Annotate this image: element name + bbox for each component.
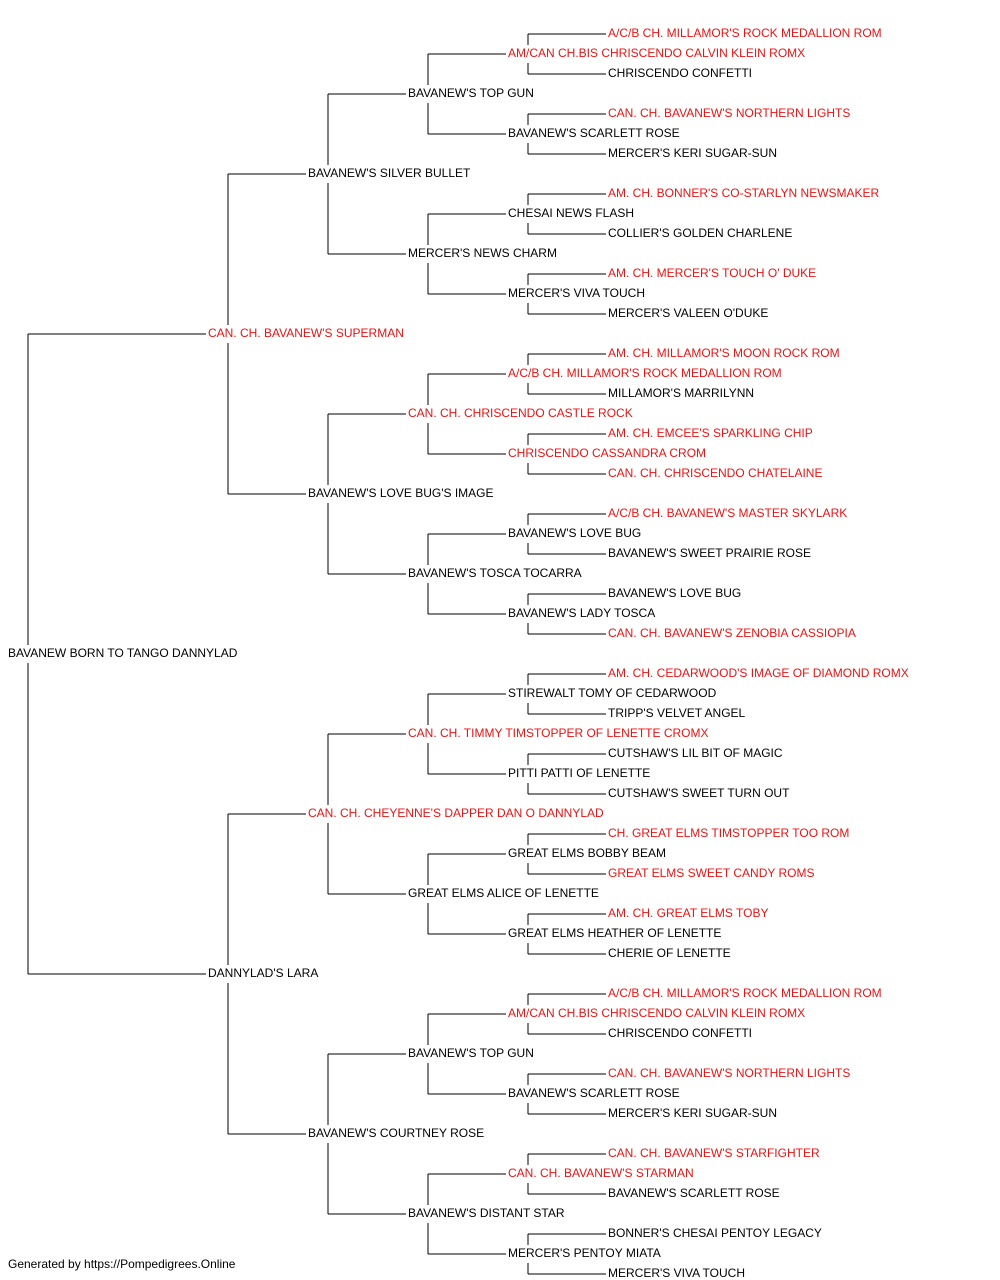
dog-name-root-sire-dam-dam-dam-sire: BAVANEW'S LOVE BUG	[608, 586, 741, 600]
dog-name-root-sire-dam-sire-dam: CHRISCENDO CASSANDRA CROM	[508, 446, 706, 460]
dog-name-root-sire: CAN. CH. BAVANEW'S SUPERMAN	[208, 326, 404, 340]
dog-name-root-dam-dam-sire-sire-dam: CHRISCENDO CONFETTI	[608, 1026, 752, 1040]
dog-name-root-sire-dam-sire-dam-dam: CAN. CH. CHRISCENDO CHATELAINE	[608, 466, 822, 480]
dog-name-root-dam-sire-sire-sire: STIREWALT TOMY OF CEDARWOOD	[508, 686, 717, 700]
dog-name-root-sire-sire-sire-dam: BAVANEW'S SCARLETT ROSE	[508, 126, 680, 140]
dog-name-root-dam-sire-sire-sire-dam: TRIPP'S VELVET ANGEL	[608, 706, 746, 720]
dog-name-root-sire-sire-sire-dam-dam: MERCER'S KERI SUGAR-SUN	[608, 146, 777, 160]
dog-name-root-sire-sire-sire-sire-sire: A/C/B CH. MILLAMOR'S ROCK MEDALLION ROM	[608, 26, 882, 40]
dog-name-root-dam-dam-sire-dam-sire: CAN. CH. BAVANEW'S NORTHERN LIGHTS	[608, 1066, 850, 1080]
dog-name-root-sire-dam-sire-sire-sire: AM. CH. MILLAMOR'S MOON ROCK ROM	[608, 346, 840, 360]
dog-name-root-dam-dam-dam-sire: CAN. CH. BAVANEW'S STARMAN	[508, 1166, 694, 1180]
dog-name-root-dam-dam-sire: BAVANEW'S TOP GUN	[408, 1046, 534, 1060]
dog-name-root-sire-sire-dam-dam-dam: MERCER'S VALEEN O'DUKE	[608, 306, 768, 320]
dog-name-root-dam-sire-dam-sire: GREAT ELMS BOBBY BEAM	[508, 846, 666, 860]
dog-name-root-sire-dam-dam-sire-dam: BAVANEW'S SWEET PRAIRIE ROSE	[608, 546, 811, 560]
dog-name-root-dam-sire-sire-dam-dam: CUTSHAW'S SWEET TURN OUT	[608, 786, 790, 800]
dog-name-root-dam: DANNYLAD'S LARA	[208, 966, 318, 980]
dog-name-root-sire-dam-dam: BAVANEW'S TOSCA TOCARRA	[408, 566, 582, 580]
dog-name-root-dam-dam-dam: BAVANEW'S DISTANT STAR	[408, 1206, 565, 1220]
dog-name-root-dam-sire-sire-sire-sire: AM. CH. CEDARWOOD'S IMAGE OF DIAMOND ROM…	[608, 666, 909, 680]
dog-name-root-dam-sire-dam-dam-sire: AM. CH. GREAT ELMS TOBY	[608, 906, 768, 920]
dog-name-root-dam-dam-dam-dam: MERCER'S PENTOY MIATA	[508, 1246, 661, 1260]
dog-name-root-dam-sire: CAN. CH. CHEYENNE'S DAPPER DAN O DANNYLA…	[308, 806, 604, 820]
dog-name-root-sire-sire-dam-sire-dam: COLLIER'S GOLDEN CHARLENE	[608, 226, 792, 240]
dog-name-root-dam-sire-dam-sire-dam: GREAT ELMS SWEET CANDY ROMS	[608, 866, 814, 880]
dog-name-root-dam-dam-sire-dam: BAVANEW'S SCARLETT ROSE	[508, 1086, 680, 1100]
dog-name-root-sire-dam: BAVANEW'S LOVE BUG'S IMAGE	[308, 486, 494, 500]
dog-name-root-sire-dam-sire: CAN. CH. CHRISCENDO CASTLE ROCK	[408, 406, 633, 420]
dog-name-root-dam-sire-sire: CAN. CH. TIMMY TIMSTOPPER OF LENETTE CRO…	[408, 726, 708, 740]
footer-credit: Generated by https://Pompedigrees.Online	[8, 1257, 236, 1271]
dog-name-root-dam-dam-dam-dam-dam: MERCER'S VIVA TOUCH	[608, 1266, 745, 1280]
dog-name-root-dam-dam-dam-dam-sire: BONNER'S CHESAI PENTOY LEGACY	[608, 1226, 822, 1240]
dog-name-root-sire-sire-sire-dam-sire: CAN. CH. BAVANEW'S NORTHERN LIGHTS	[608, 106, 850, 120]
dog-name-root-sire-sire-sire-sire-dam: CHRISCENDO CONFETTI	[608, 66, 752, 80]
dog-name-root-dam-dam-sire-dam-dam: MERCER'S KERI SUGAR-SUN	[608, 1106, 777, 1120]
dog-name-root-dam-dam-dam-sire-sire: CAN. CH. BAVANEW'S STARFIGHTER	[608, 1146, 820, 1160]
dog-name-root-dam-sire-dam-dam: GREAT ELMS HEATHER OF LENETTE	[508, 926, 721, 940]
dog-name-root-sire-dam-dam-dam: BAVANEW'S LADY TOSCA	[508, 606, 655, 620]
dog-name-root-sire-sire-dam-dam: MERCER'S VIVA TOUCH	[508, 286, 645, 300]
dog-labels: BAVANEW BORN TO TANGO DANNYLAD CAN. CH. B…	[8, 26, 909, 1280]
dog-name-root-sire-dam-dam-sire-sire: A/C/B CH. BAVANEW'S MASTER SKYLARK	[608, 506, 847, 520]
dog-name-root-dam-sire-dam: GREAT ELMS ALICE OF LENETTE	[408, 886, 599, 900]
dog-name-root: BAVANEW BORN TO TANGO DANNYLAD	[8, 646, 238, 660]
dog-name-root-sire-sire-dam-dam-sire: AM. CH. MERCER'S TOUCH O' DUKE	[608, 266, 816, 280]
dog-name-root-sire-sire: BAVANEW'S SILVER BULLET	[308, 166, 471, 180]
dog-name-root-sire-sire-sire: BAVANEW'S TOP GUN	[408, 86, 534, 100]
dog-name-root-dam-sire-dam-dam-dam: CHERIE OF LENETTE	[608, 946, 731, 960]
dog-name-root-sire-dam-sire-sire: A/C/B CH. MILLAMOR'S ROCK MEDALLION ROM	[508, 366, 782, 380]
connector-lines	[27, 33, 606, 1275]
dog-name-root-sire-dam-dam-dam-dam: CAN. CH. BAVANEW'S ZENOBIA CASSIOPIA	[608, 626, 856, 640]
dog-name-root-dam-dam-sire-sire-sire: A/C/B CH. MILLAMOR'S ROCK MEDALLION ROM	[608, 986, 882, 1000]
dog-name-root-dam-dam-dam-sire-dam: BAVANEW'S SCARLETT ROSE	[608, 1186, 780, 1200]
dog-name-root-sire-dam-sire-sire-dam: MILLAMOR'S MARRILYNN	[608, 386, 754, 400]
dog-name-root-sire-dam-dam-sire: BAVANEW'S LOVE BUG	[508, 526, 641, 540]
dog-name-root-dam-sire-dam-sire-sire: CH. GREAT ELMS TIMSTOPPER TOO ROM	[608, 826, 849, 840]
dog-name-root-dam-sire-sire-dam-sire: CUTSHAW'S LIL BIT OF MAGIC	[608, 746, 783, 760]
dog-name-root-sire-sire-dam: MERCER'S NEWS CHARM	[408, 246, 557, 260]
dog-name-root-sire-sire-sire-sire: AM/CAN CH.BIS CHRISCENDO CALVIN KLEIN RO…	[508, 46, 805, 60]
dog-name-root-dam-sire-sire-dam: PITTI PATTI OF LENETTE	[508, 766, 650, 780]
dog-name-root-dam-dam: BAVANEW'S COURTNEY ROSE	[308, 1126, 484, 1140]
dog-name-root-dam-dam-sire-sire: AM/CAN CH.BIS CHRISCENDO CALVIN KLEIN RO…	[508, 1006, 805, 1020]
dog-name-root-sire-dam-sire-dam-sire: AM. CH. EMCEE'S SPARKLING CHIP	[608, 426, 813, 440]
dog-name-root-sire-sire-dam-sire-sire: AM. CH. BONNER'S CO-STARLYN NEWSMAKER	[608, 186, 880, 200]
dog-name-root-sire-sire-dam-sire: CHESAI NEWS FLASH	[508, 206, 634, 220]
